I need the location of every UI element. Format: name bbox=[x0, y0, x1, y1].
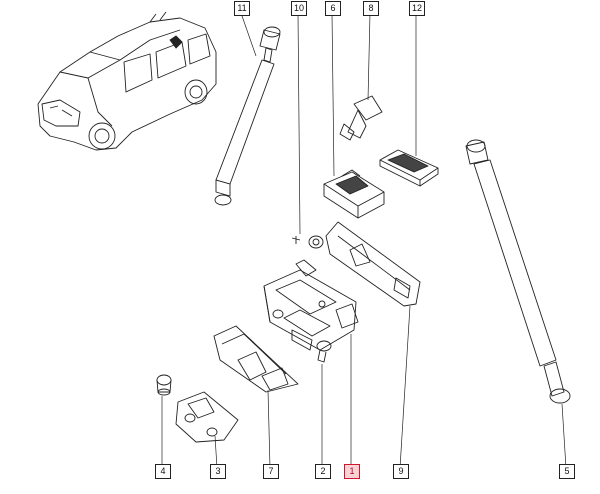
bracket-part-9-illustration bbox=[325, 221, 421, 307]
callout-5[interactable]: 5 bbox=[559, 464, 575, 479]
lock-part-1-illustration bbox=[263, 259, 359, 351]
switch-part-6-illustration bbox=[323, 169, 385, 219]
callout-10[interactable]: 10 bbox=[291, 1, 307, 16]
gas-strut-left-illustration bbox=[214, 26, 281, 206]
callout-11[interactable]: 11 bbox=[234, 1, 250, 16]
callout-6[interactable]: 6 bbox=[325, 1, 341, 16]
screw-part-2-illustration bbox=[316, 340, 332, 363]
callout-12[interactable]: 12 bbox=[409, 1, 425, 16]
plate-lamp-part-12-illustration bbox=[379, 149, 439, 187]
clip-part-8-illustration bbox=[339, 95, 383, 141]
callout-2[interactable]: 2 bbox=[315, 464, 331, 479]
bolt-part-4-illustration bbox=[156, 374, 172, 396]
callout-9[interactable]: 9 bbox=[393, 464, 409, 479]
callout-8[interactable]: 8 bbox=[363, 1, 379, 16]
car-overview-illustration bbox=[37, 11, 217, 151]
screw-part-10-illustration bbox=[291, 235, 324, 249]
bracket-part-3-illustration bbox=[175, 391, 239, 443]
callout-1-highlighted[interactable]: 1 bbox=[344, 464, 360, 479]
callout-3[interactable]: 3 bbox=[210, 464, 226, 479]
handle-part-7-illustration bbox=[213, 325, 299, 393]
callout-4[interactable]: 4 bbox=[155, 464, 171, 479]
gas-strut-right-illustration bbox=[465, 139, 571, 404]
leader-lines bbox=[161, 12, 567, 469]
callout-7[interactable]: 7 bbox=[263, 464, 279, 479]
